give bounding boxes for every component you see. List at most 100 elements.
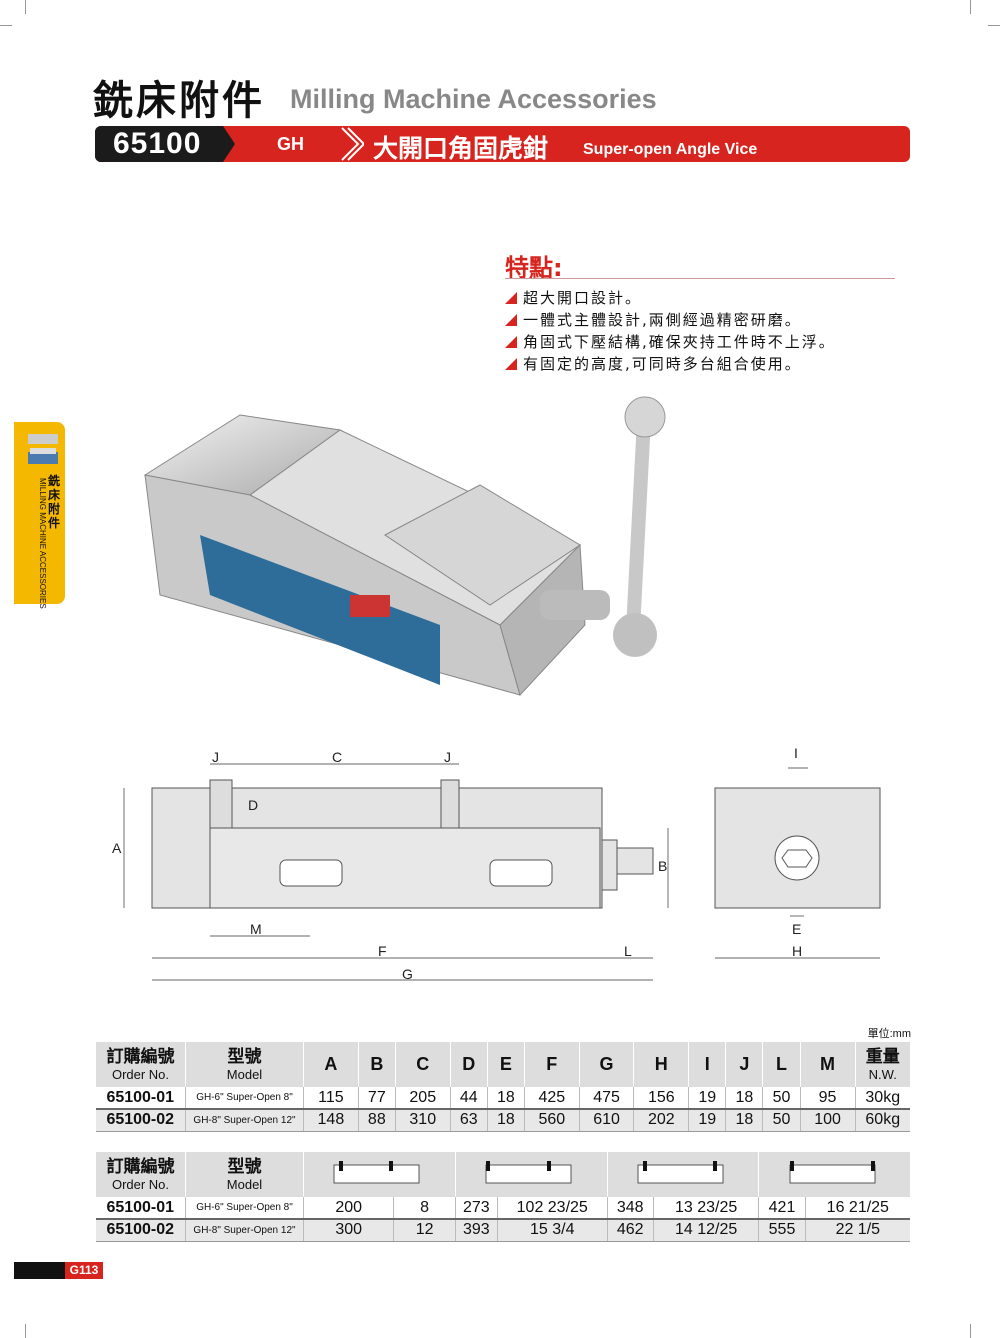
cell: 13 23/25 [652,1197,759,1220]
jaw-position-diagram-3 [606,1152,759,1197]
divider [505,278,895,279]
model: GH-6" Super-Open 8" [185,1197,304,1220]
table-row: 65100-01 GH-6" Super-Open 8" 115 77 205 … [95,1087,910,1110]
header-f: F [523,1042,580,1087]
triangle-bullet-icon [505,314,517,326]
model: GH-8" Super-Open 12" [185,1109,304,1132]
cell: 202 [633,1109,689,1132]
crop-mark [970,0,971,14]
cell: 50 [762,1109,801,1132]
header-m: M [799,1042,855,1087]
header-h: H [633,1042,689,1087]
cell: 310 [394,1109,451,1132]
dim-label-d: D [248,797,258,813]
header-l: L [762,1042,801,1087]
cell: 100 [799,1109,855,1132]
cell: 205 [394,1087,451,1110]
cell: 22 1/5 [804,1219,910,1242]
cell: 555 [758,1219,806,1242]
dim-label-a: A [112,840,122,856]
cell: 425 [523,1087,580,1110]
crop-mark [25,0,26,14]
cell: 475 [578,1087,634,1110]
cell: 50 [762,1087,801,1110]
cell: 16 21/25 [804,1197,910,1220]
vise-thumbnail-icon [28,434,58,464]
dim-label-j: J [444,749,451,765]
product-bar: 65100 GH 大開口角固虎鉗 Super-open Angle Vice [95,126,910,162]
cell: 560 [523,1109,580,1132]
triangle-bullet-icon [505,336,517,348]
cell: 18 [725,1087,763,1110]
cell: 95 [799,1087,855,1110]
order-no: 65100-01 [95,1197,186,1220]
cell: 393 [454,1219,498,1242]
dim-label-e: E [792,921,801,937]
header-j: J [725,1042,763,1087]
dim-label-b: B [658,858,667,874]
unit-label: 單位:mm [867,1028,911,1040]
product-name-en: Super-open Angle Vice [583,141,758,158]
side-tab-en: MILLING MACHINE ACCESSORIES [38,478,47,609]
dim-label-h: H [792,943,802,959]
side-tab-zh: 銑床附件 [48,474,61,530]
page-number: G113 [65,1262,103,1279]
dim-label-i: I [794,745,798,761]
jaw-position-diagram-1 [303,1152,456,1197]
features-heading: 特點: [505,254,563,282]
feature-item: 角固式下壓結構,確保夾持工件時不上浮。 [505,331,836,352]
dim-label-j: J [212,749,219,765]
dim-label-g: G [402,966,413,982]
feature-text: 有固定的高度,可同時多台組合使用。 [523,355,802,373]
crop-mark [970,1324,971,1338]
table-row: 65100-02 GH-8" Super-Open 12" 300 12 393… [95,1219,910,1242]
chevron-icon [341,127,364,161]
header-c: C [394,1042,451,1087]
cell: 300 [302,1219,394,1242]
product-code: 65100 [113,127,202,160]
vise-product-image [143,396,666,696]
page-title-zh: 銑床附件 [93,78,265,124]
cell: 19 [688,1109,726,1132]
header-i: I [688,1042,726,1087]
cell: 148 [303,1109,359,1132]
header-d: D [449,1042,488,1087]
header-b: B [357,1042,396,1087]
cell: 18 [725,1109,763,1132]
dim-label-f: F [378,943,387,959]
triangle-bullet-icon [505,292,517,304]
dim-label-m: M [250,921,262,937]
order-no: 65100-02 [95,1109,186,1132]
cell: 14 12/25 [652,1219,759,1242]
feature-text: 一體式主體設計,兩側經過精密研磨。 [523,311,802,329]
page-title-en: Milling Machine Accessories [290,84,657,114]
cell: 102 23/25 [496,1197,608,1220]
header-a: A [303,1042,359,1087]
cell: 44 [449,1087,488,1110]
product-name-zh: 大開口角固虎鉗 [373,134,549,162]
cell: 273 [454,1197,498,1220]
cell: 8 [393,1197,456,1220]
cell: 200 [302,1197,394,1220]
brand-label: GH [277,134,304,154]
dim-label-l: L [624,943,632,959]
cell: 421 [758,1197,806,1220]
crop-mark [0,25,12,26]
dimension-drawing: J C J D A B M F L G I E H [112,745,881,982]
feature-item: 有固定的高度,可同時多台組合使用。 [505,353,802,374]
cell: 115 [303,1087,359,1110]
cell: 77 [357,1087,396,1110]
cell: 60kg [854,1109,910,1132]
table-row: 65100-01 GH-6" Super-Open 8" 200 8 273 1… [95,1197,910,1220]
cell: 610 [578,1109,634,1132]
side-tab: 銑床附件 MILLING MACHINE ACCESSORIES [14,422,65,609]
cell: 88 [357,1109,396,1132]
jaw-position-diagram-4 [758,1152,910,1197]
header-e: E [486,1042,525,1087]
